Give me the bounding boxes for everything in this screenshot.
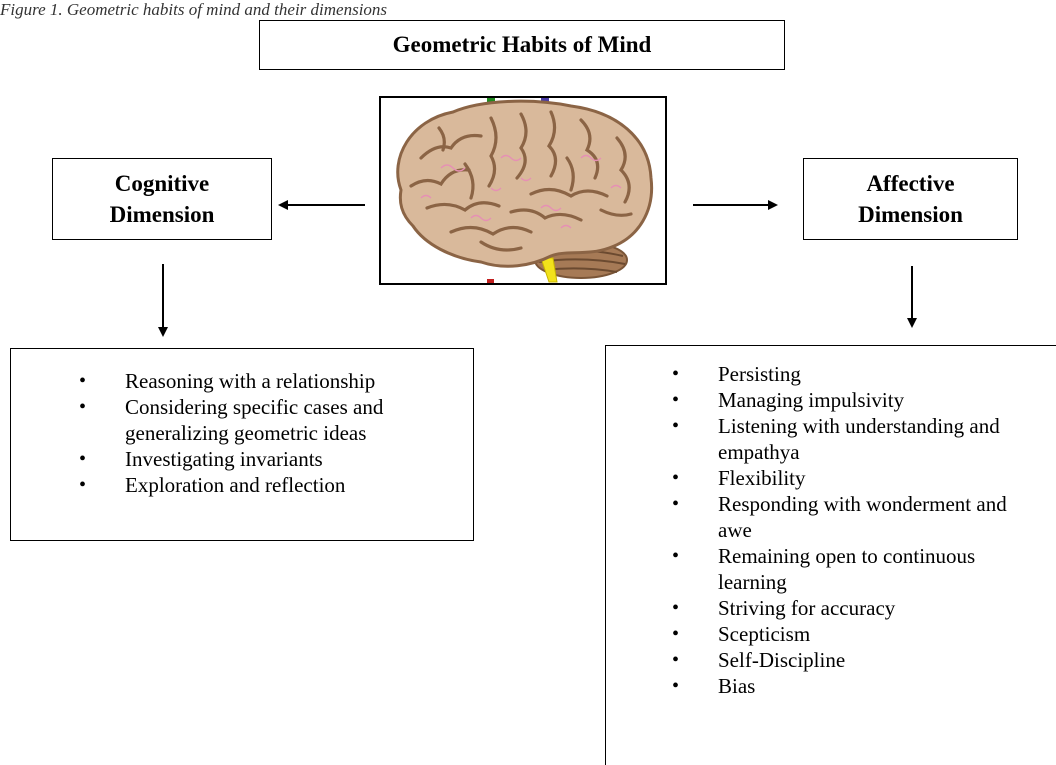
list-item: Scepticism: [672, 621, 1044, 647]
list-item: Self-Discipline: [672, 647, 1044, 673]
list-item: Reasoning with a relationship: [79, 368, 467, 394]
list-item: Considering specific cases and generaliz…: [79, 394, 467, 446]
list-item: Exploration and reflection: [79, 472, 467, 498]
cognitive-items-list: Reasoning with a relationship Considerin…: [79, 368, 467, 498]
affective-label-line1: Affective: [866, 170, 955, 196]
list-item: Investigating invariants: [79, 446, 467, 472]
list-item: Listening with understanding and empathy…: [672, 413, 1044, 465]
cognitive-dimension-box: Cognitive Dimension: [52, 158, 272, 240]
cognitive-label-line1: Cognitive: [114, 170, 210, 196]
affective-items-list: Persisting Managing impulsivity Listenin…: [672, 361, 1044, 699]
title-box: Geometric Habits of Mind: [259, 20, 785, 70]
diagram-title: Geometric Habits of Mind: [392, 32, 652, 57]
affective-label-line2: Dimension: [858, 202, 963, 227]
brain-icon: [396, 98, 654, 283]
list-item: Managing impulsivity: [672, 387, 1044, 413]
affective-dimension-box: Affective Dimension: [803, 158, 1018, 240]
list-item: Flexibility: [672, 465, 1044, 491]
list-item: Responding with wonderment and awe: [672, 491, 1044, 543]
list-item: Persisting: [672, 361, 1044, 387]
affective-items-box: Persisting Managing impulsivity Listenin…: [605, 345, 1056, 765]
list-item: Bias: [672, 673, 1044, 699]
list-item: Striving for accuracy: [672, 595, 1044, 621]
cognitive-label-line2: Dimension: [109, 202, 215, 227]
brain-image-frame: [379, 96, 667, 285]
list-item: Remaining open to continuous learning: [672, 543, 1044, 595]
figure-caption: Figure 1. Geometric habits of mind and t…: [0, 0, 388, 19]
cognitive-items-box: Reasoning with a relationship Considerin…: [10, 348, 474, 541]
